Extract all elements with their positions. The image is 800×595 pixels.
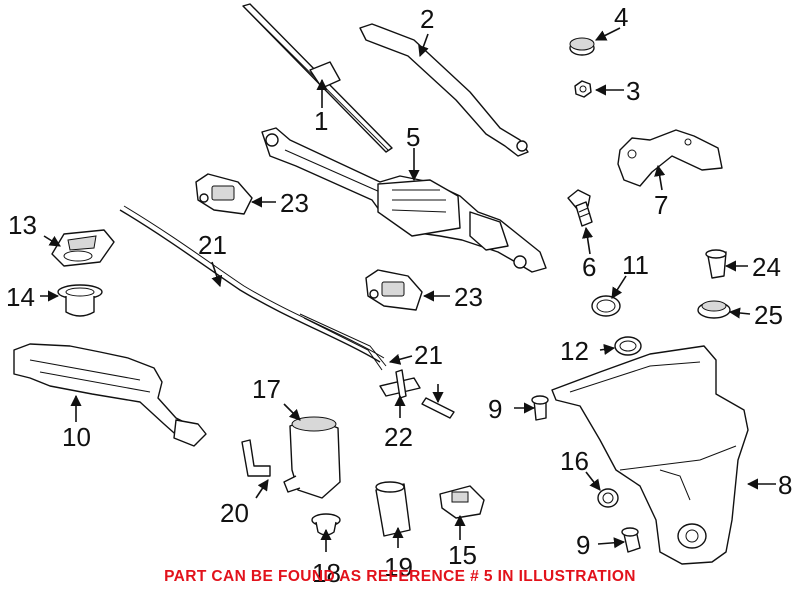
- callout-21-upper: 21: [198, 230, 227, 260]
- callout-labels: 1 2 3 4 5 6 7 8 9 9 10 11 12 13 14 15 16…: [6, 2, 792, 588]
- callout-25: 25: [754, 300, 783, 330]
- callout-1: 1: [314, 106, 328, 136]
- seal-ring-part: [591, 295, 621, 317]
- bracket-part-lower: [365, 269, 423, 311]
- mount-bracket-part: [617, 129, 723, 187]
- callout-22: 22: [384, 422, 413, 452]
- bolt-part: [567, 189, 593, 227]
- callout-21-lower: 21: [414, 340, 443, 370]
- screw-part-lower: [621, 527, 641, 553]
- level-sensor-part: [439, 485, 485, 519]
- callout-23-upper: 23: [280, 188, 309, 218]
- reference-notice: PART CAN BE FOUND AS REFERENCE # 5 IN IL…: [164, 568, 636, 585]
- washer-reservoir-part: [551, 345, 749, 565]
- callout-3: 3: [626, 76, 640, 106]
- callout-9-lower: 9: [576, 530, 590, 560]
- callout-12: 12: [560, 336, 589, 366]
- callout-4: 4: [614, 2, 628, 32]
- leader-lines: [40, 27, 776, 552]
- callout-24: 24: [752, 252, 781, 282]
- grommet-part: [57, 284, 103, 317]
- callout-10: 10: [62, 422, 91, 452]
- callout-15: 15: [448, 540, 477, 570]
- inlet-housing-part: [13, 343, 207, 447]
- pad-part: [51, 229, 115, 267]
- callout-17: 17: [252, 374, 281, 404]
- callout-6: 6: [582, 252, 596, 282]
- cap-part: [569, 37, 595, 56]
- callout-19: 19: [384, 552, 413, 582]
- callout-9-upper: 9: [488, 394, 502, 424]
- callout-7: 7: [654, 190, 668, 220]
- elbow-hose-part: [241, 439, 271, 477]
- callout-16: 16: [560, 446, 589, 476]
- callout-11: 11: [622, 250, 649, 280]
- callout-13: 13: [8, 210, 37, 240]
- screw-part-upper: [531, 395, 549, 421]
- washer-hose-part-upper: [119, 205, 385, 363]
- callout-23-lower: 23: [454, 282, 483, 312]
- callout-18: 18: [312, 558, 341, 588]
- wiper-linkage-motor-part: [261, 127, 547, 273]
- clip-part: [705, 249, 727, 279]
- callout-5: 5: [406, 122, 420, 152]
- washer-pump-part: [283, 416, 341, 499]
- plug-part: [697, 300, 731, 319]
- hose-connector-part: [379, 369, 455, 419]
- callout-2: 2: [420, 4, 434, 34]
- filter-part: [375, 481, 411, 537]
- nut-part: [574, 80, 592, 98]
- wiper-arm-part: [359, 23, 529, 157]
- tank-grommet-part: [597, 488, 619, 508]
- callout-8: 8: [778, 470, 792, 500]
- callout-20: 20: [220, 498, 249, 528]
- bracket-part-upper: [195, 173, 253, 215]
- seal-ring-part-small: [614, 336, 642, 356]
- callout-14: 14: [6, 282, 35, 312]
- washer-hose-part-lower: [299, 313, 387, 371]
